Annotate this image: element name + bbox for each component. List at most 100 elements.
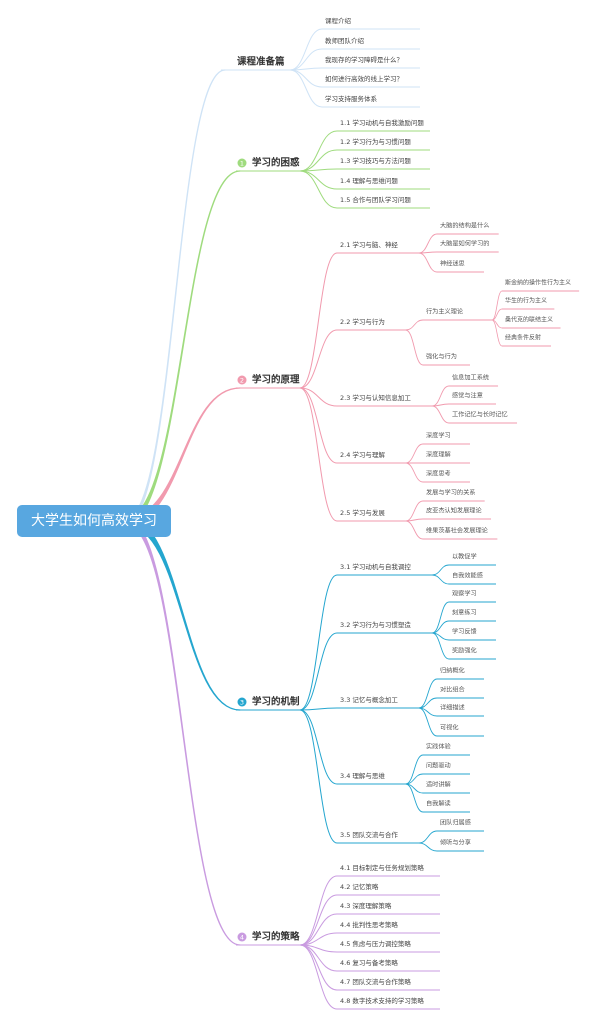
branch-4: 4 学习的策略 4.1 目标制定与任务规划策略 4.2 记忆策略 4.3 深度理解策略 4…	[125, 517, 424, 1010]
l2-connector	[431, 632, 450, 660]
topic-item[interactable]: 2.2 学习与行为	[340, 317, 385, 326]
subtopic-item[interactable]: 感觉与注意	[452, 392, 483, 400]
branch-connector	[125, 517, 241, 946]
subtopic-item[interactable]: 刻意练习	[452, 609, 477, 617]
l2-connector	[418, 697, 438, 709]
subtopic-item[interactable]: 实践体验	[426, 743, 452, 751]
subtopic-item[interactable]: 强化与行为	[426, 353, 457, 361]
branch-connector	[125, 387, 241, 525]
branch-title[interactable]: 学习的机制	[252, 696, 300, 708]
subtopic-item[interactable]: 深度理解	[426, 451, 451, 459]
subtopic-item[interactable]: 工作记忆与长时记忆	[452, 411, 508, 419]
l1-connector	[299, 170, 338, 209]
l1-connector	[289, 28, 323, 71]
detail-item[interactable]: 桑代克的联结主义	[505, 316, 553, 324]
l2-connector	[405, 773, 424, 785]
topic-item[interactable]: 我现存的学习障碍是什么？	[325, 55, 403, 64]
topic-item[interactable]: 教师团队介绍	[325, 36, 365, 45]
subtopic-item[interactable]: 倾听与分享	[440, 839, 471, 847]
subtopic-item[interactable]: 自我解读	[426, 800, 451, 808]
subtopic-item[interactable]: 归纳概化	[440, 667, 465, 675]
subtopic-item[interactable]: 深度思考	[426, 470, 451, 478]
topic-item[interactable]: 2.3 学习与认知信息加工	[340, 393, 411, 402]
subtopic-item[interactable]: 发展与学习的关系	[426, 489, 476, 497]
l1-connector	[299, 709, 338, 844]
l1-connector	[299, 130, 338, 172]
subtopic-item[interactable]: 神经迷思	[440, 260, 465, 268]
topic-item[interactable]: 课程介绍	[325, 16, 352, 25]
detail-item[interactable]: 经典条件反射	[505, 334, 541, 342]
topic-item[interactable]: 2.5 学习与发展	[340, 508, 385, 517]
topic-item[interactable]: 3.1 学习动机与自我调控	[340, 562, 411, 571]
l1-connector	[299, 329, 338, 389]
l2-connector	[418, 707, 438, 737]
l2-connector	[405, 754, 424, 785]
subtopic-item[interactable]: 详细描述	[440, 704, 465, 712]
topic-item[interactable]: 4.2 记忆策略	[340, 882, 379, 891]
l2-connector	[418, 842, 438, 852]
topic-item[interactable]: 4.3 深度理解策略	[340, 901, 392, 910]
subtopic-item[interactable]: 自我效能感	[452, 572, 483, 580]
branch-title[interactable]: 学习的策略	[252, 931, 300, 943]
topic-item[interactable]: 如何进行高效的线上学习？	[325, 74, 403, 83]
root-topic[interactable]: 大学生如何高效学习	[17, 505, 171, 537]
branch-title[interactable]: 学习的原理	[252, 374, 300, 386]
subtopic-item[interactable]: 团队归属感	[440, 819, 471, 827]
topic-item[interactable]: 4.7 团队交流与合作策略	[340, 977, 411, 986]
subtopic-item[interactable]: 信息加工系统	[452, 374, 489, 382]
topic-item[interactable]: 4.1 目标制定与任务规划策略	[340, 863, 424, 872]
subtopic-item[interactable]: 以教促学	[452, 553, 477, 561]
l2-connector	[405, 319, 424, 331]
topic-item[interactable]: 3.4 理解与思维	[340, 771, 385, 780]
subtopic-item[interactable]: 适时讲解	[426, 781, 451, 789]
l1-connector	[299, 387, 338, 522]
topic-item[interactable]: 1.4 理解与思维问题	[340, 176, 398, 185]
detail-item[interactable]: 华生的行为主义	[505, 297, 547, 305]
l2-connector	[418, 252, 438, 273]
subtopic-item[interactable]: 大脑是如何学习的	[440, 240, 490, 248]
topic-item[interactable]: 1.5 合作与团队学习问题	[340, 195, 411, 204]
subtopic-item[interactable]: 大脑的结构是什么	[440, 222, 490, 230]
branch-number-badge	[237, 158, 247, 168]
l2-connector	[431, 564, 450, 576]
l1-connector	[299, 932, 338, 946]
subtopic-item[interactable]: 皮亚杰认知发展理论	[426, 507, 482, 515]
subtopic-item[interactable]: 维果茨基社会发展理论	[426, 527, 489, 535]
branch-number: 4	[240, 934, 244, 942]
branch-title[interactable]: 课程准备篇	[237, 56, 285, 68]
topic-item[interactable]: 4.5 焦虑与压力调控策略	[340, 939, 411, 948]
topic-item[interactable]: 3.2 学习行为与习惯塑造	[340, 620, 411, 629]
topic-item[interactable]: 2.4 学习与理解	[340, 450, 385, 459]
l1-connector	[299, 149, 338, 172]
topic-item[interactable]: 3.3 记忆与概念加工	[340, 695, 398, 704]
topic-item[interactable]: 学习支持服务体系	[325, 94, 378, 103]
subtopic-item[interactable]: 行为主义理论	[426, 308, 464, 316]
detail-item[interactable]: 斯金纳的操作性行为主义	[505, 279, 571, 287]
l1-connector	[299, 707, 338, 711]
subtopic-item[interactable]: 深度学习	[426, 432, 451, 440]
l2-connector	[405, 462, 424, 483]
l2-connector	[431, 601, 450, 634]
topic-item[interactable]: 4.6 复习与备考策略	[340, 958, 398, 967]
topic-item[interactable]: 3.5 团队交流与合作	[340, 830, 398, 839]
branch-connector	[125, 516, 241, 711]
topic-item[interactable]: 2.1 学习与脑、神经	[340, 240, 398, 249]
l2-connector	[418, 830, 438, 844]
subtopic-item[interactable]: 观察学习	[452, 590, 477, 598]
subtopic-item[interactable]: 学习反馈	[452, 628, 477, 636]
topic-item[interactable]: 1.1 学习动机与自我激励问题	[340, 118, 424, 127]
topic-item[interactable]: 1.2 学习行为与习惯问题	[340, 137, 411, 146]
l1-connector	[299, 709, 338, 785]
l2-connector	[405, 329, 424, 366]
subtopic-item[interactable]: 奖励强化	[452, 647, 477, 655]
branch-title[interactable]: 学习的困惑	[252, 157, 300, 169]
topic-item[interactable]: 4.4 批判性思考策略	[340, 920, 398, 929]
l2-connector	[418, 233, 438, 254]
branch-number: 1	[240, 160, 244, 168]
l2-connector	[431, 574, 450, 585]
topic-item[interactable]: 4.8 数字技术支持的学习策略	[340, 996, 424, 1005]
subtopic-item[interactable]: 可视化	[440, 724, 459, 732]
subtopic-item[interactable]: 问题驱动	[426, 762, 451, 770]
topic-item[interactable]: 1.3 学习技巧与方法问题	[340, 156, 411, 165]
subtopic-item[interactable]: 对比组合	[440, 686, 465, 694]
